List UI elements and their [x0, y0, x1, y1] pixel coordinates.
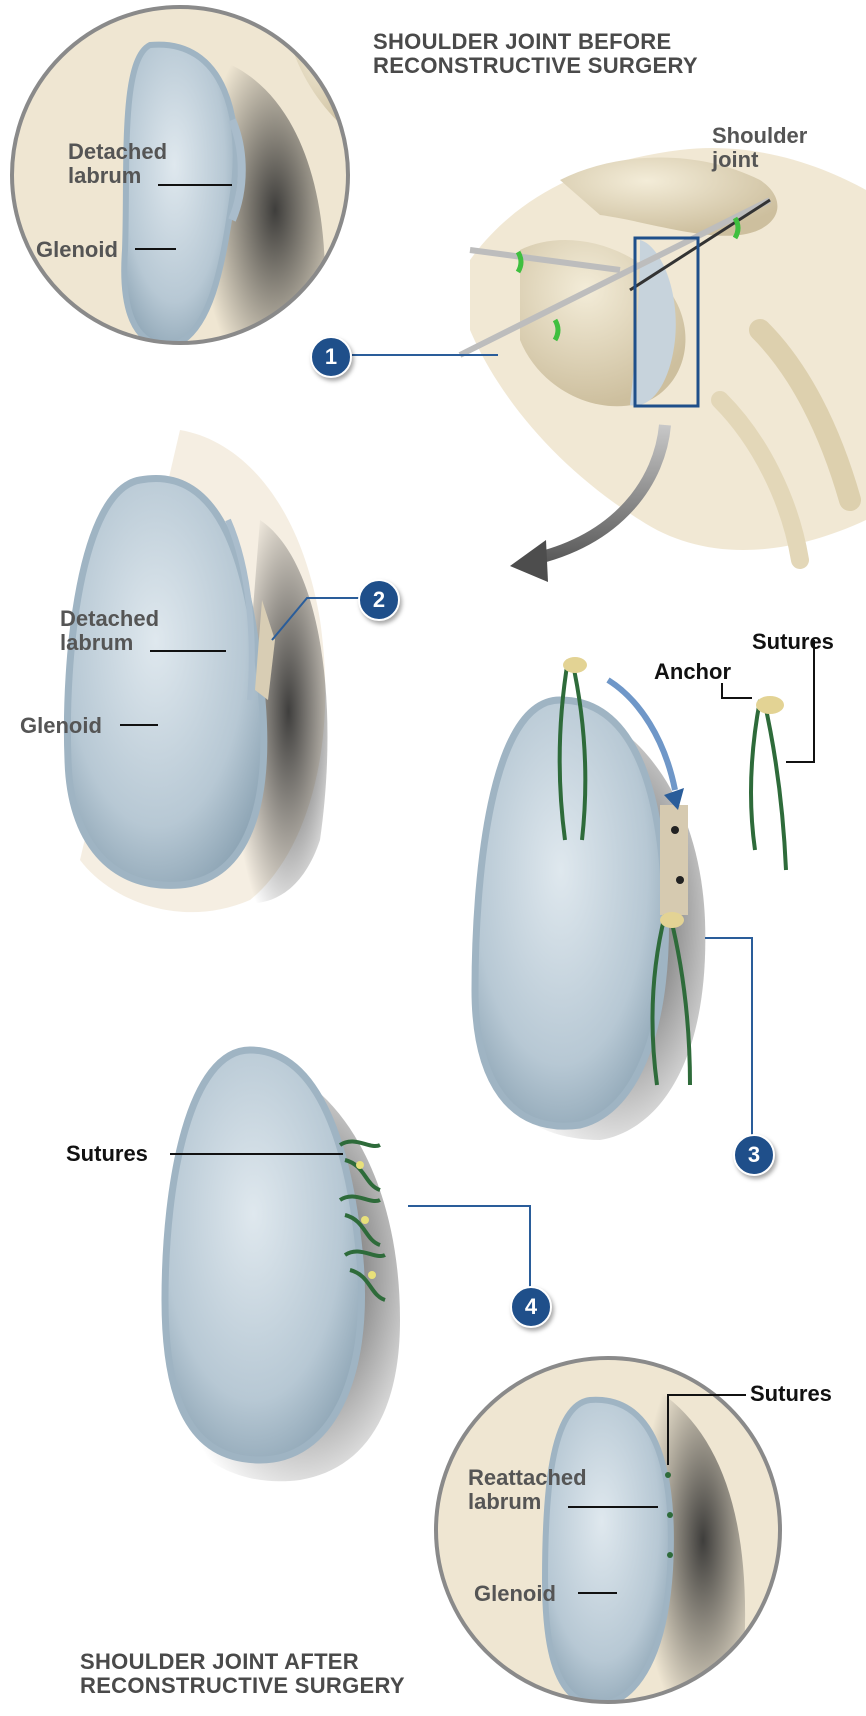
detached-labrum-2b: labrum — [60, 631, 159, 655]
detached-labrum-1b: labrum — [68, 164, 167, 188]
sutures-label-3: Sutures — [752, 630, 834, 654]
detached-labrum-2a: Detached — [60, 607, 159, 631]
shoulder-overview — [460, 148, 866, 582]
step4-glenoid — [160, 1050, 400, 1481]
before-zoom-circle — [0, 0, 360, 360]
shoulder-joint-b: joint — [712, 148, 807, 172]
glenoid-label-5: Glenoid — [474, 1582, 556, 1606]
before-title-line2: RECONSTRUCTIVE SURGERY — [373, 54, 698, 78]
after-zoom-circle — [420, 1350, 800, 1710]
step-2-badge: 2 — [358, 579, 400, 621]
reattached-a: Reattached — [468, 1466, 587, 1490]
detached-labrum-1a: Detached — [68, 140, 167, 164]
shoulder-joint-a: Shoulder — [712, 124, 807, 148]
step3-glenoid — [475, 657, 786, 1140]
detached-labrum-label-1: Detached labrum — [68, 140, 167, 188]
reattached-b: labrum — [468, 1490, 587, 1514]
anchor-label: Anchor — [654, 660, 731, 684]
after-title: SHOULDER JOINT AFTER RECONSTRUCTIVE SURG… — [80, 1650, 405, 1698]
after-title-line2: RECONSTRUCTIVE SURGERY — [80, 1674, 405, 1698]
reattached-labrum-label: Reattached labrum — [468, 1466, 587, 1514]
glenoid-label-2: Glenoid — [20, 714, 102, 738]
glenoid-label-1: Glenoid — [36, 238, 118, 262]
sutures-label-4: Sutures — [66, 1142, 148, 1166]
before-title-line1: SHOULDER JOINT BEFORE — [373, 30, 698, 54]
step2-glenoid — [67, 430, 327, 912]
step-1-badge: 1 — [310, 336, 352, 378]
after-title-line1: SHOULDER JOINT AFTER — [80, 1650, 405, 1674]
shoulder-joint-label: Shoulder joint — [712, 124, 807, 172]
detached-labrum-label-2: Detached labrum — [60, 607, 159, 655]
step-4-badge: 4 — [510, 1286, 552, 1328]
step-3-badge: 3 — [733, 1134, 775, 1176]
sutures-label-5: Sutures — [750, 1382, 832, 1406]
before-title: SHOULDER JOINT BEFORE RECONSTRUCTIVE SUR… — [373, 30, 698, 78]
